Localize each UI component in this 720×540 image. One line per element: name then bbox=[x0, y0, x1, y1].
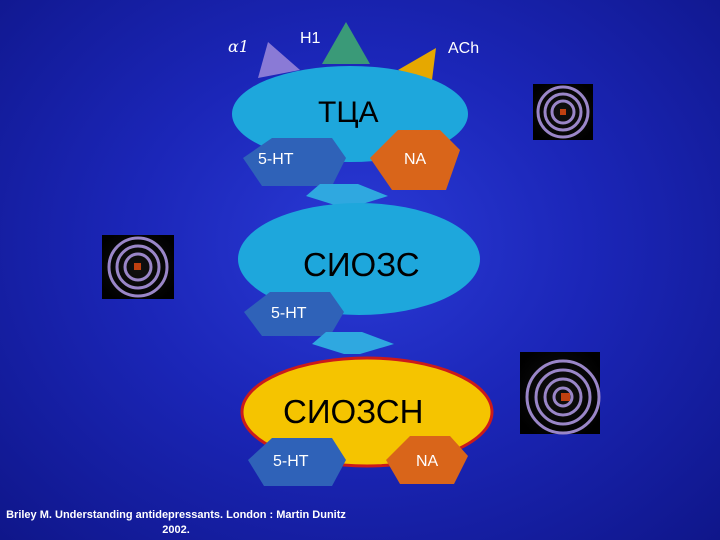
target-icon bbox=[533, 84, 593, 140]
snri-na-tab bbox=[386, 436, 468, 484]
tca-na-label: NA bbox=[404, 151, 427, 168]
alpha1-label: α1 bbox=[228, 37, 249, 56]
target-icon bbox=[102, 235, 174, 299]
ach-label: ACh bbox=[448, 40, 480, 57]
target-icon bbox=[520, 352, 601, 435]
citation: Briley M. Understanding antidepressants.… bbox=[6, 509, 346, 536]
snri-na-label: NA bbox=[416, 453, 439, 470]
ssri-ellipse bbox=[238, 203, 480, 315]
tca-na-tab bbox=[370, 130, 460, 190]
h1-triangle bbox=[322, 22, 370, 64]
arrow-down-icon bbox=[306, 184, 388, 206]
ach-triangle bbox=[398, 48, 436, 80]
alpha1-triangle bbox=[258, 42, 300, 78]
snri-label: СИОЗСН bbox=[283, 393, 424, 430]
arrow-down-icon bbox=[312, 332, 394, 354]
snri-5ht-tab bbox=[248, 438, 346, 486]
ssri-5ht-label: 5-HT bbox=[271, 305, 307, 322]
ssri-label: СИОЗС bbox=[303, 246, 420, 283]
h1-label: H1 bbox=[300, 30, 321, 47]
tca-5ht-label: 5-HT bbox=[258, 151, 294, 168]
ssri-5ht-tab bbox=[244, 292, 344, 336]
snri-5ht-label: 5-HT bbox=[273, 453, 309, 470]
tca-label: ТЦА bbox=[318, 96, 379, 129]
tca-5ht-tab bbox=[243, 138, 346, 186]
